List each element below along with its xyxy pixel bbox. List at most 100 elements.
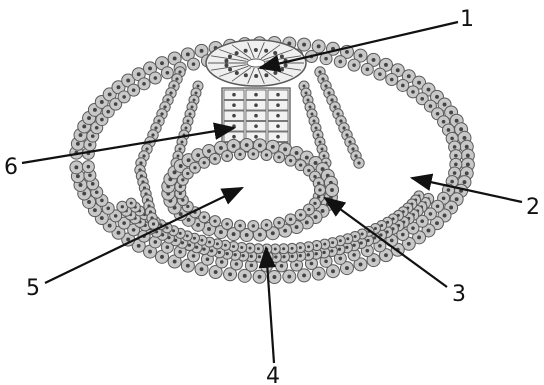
cell-nucleus xyxy=(282,247,285,250)
cell-nucleus xyxy=(95,126,99,130)
cell-nucleus xyxy=(324,57,328,61)
cell-nucleus xyxy=(315,127,318,130)
cell-nucleus xyxy=(265,223,268,226)
cell-nucleus xyxy=(309,106,312,109)
cell-nucleus xyxy=(166,71,170,75)
cell-nucleus xyxy=(321,148,324,151)
cell-nucleus xyxy=(345,266,349,270)
cell-nucleus xyxy=(321,77,324,80)
cell-nucleus xyxy=(338,248,341,251)
cell-nucleus xyxy=(76,174,80,178)
cell-nucleus xyxy=(245,233,249,237)
cell-nucleus xyxy=(82,192,86,196)
cell-nucleus xyxy=(245,143,249,147)
cell-nucleus xyxy=(346,237,349,240)
cell-nucleus xyxy=(265,153,268,156)
cell-nucleus xyxy=(352,63,356,67)
cell-nucleus xyxy=(321,209,325,213)
cell-nucleus xyxy=(186,205,189,208)
cell-nucleus xyxy=(401,84,405,88)
cell-nucleus xyxy=(324,84,327,87)
cell-nucleus xyxy=(122,221,126,225)
cell-nucleus xyxy=(417,235,421,239)
cell-nucleus xyxy=(315,244,318,247)
cell-nucleus xyxy=(224,63,228,67)
cell-nucleus xyxy=(186,264,190,268)
neural-tube xyxy=(206,40,306,86)
cell-nucleus xyxy=(465,145,469,149)
cell-nucleus xyxy=(276,103,280,107)
cell-nucleus xyxy=(339,239,342,242)
cell-nucleus xyxy=(354,235,357,238)
cell-nucleus xyxy=(352,244,355,247)
cell-nucleus xyxy=(175,77,178,80)
cell-nucleus xyxy=(88,174,92,178)
cell-nucleus xyxy=(372,58,376,62)
cell-nucleus xyxy=(283,229,287,233)
cell-nucleus xyxy=(295,225,299,229)
callout-3: 3 xyxy=(452,282,466,307)
cell-nucleus xyxy=(276,93,280,97)
cell-nucleus xyxy=(299,213,302,216)
cell-nucleus xyxy=(302,43,306,47)
cell-nucleus xyxy=(252,152,255,155)
cell-nucleus xyxy=(213,157,216,160)
cell-nucleus xyxy=(313,175,316,178)
cell-nucleus xyxy=(331,241,334,244)
cell-nucleus xyxy=(122,95,126,99)
cell-nucleus xyxy=(172,84,175,87)
cell-nucleus xyxy=(108,224,112,228)
cell-nucleus xyxy=(203,216,206,219)
cell-nucleus xyxy=(193,237,196,240)
cell-nucleus xyxy=(324,260,328,264)
cell-nucleus xyxy=(271,145,275,149)
cell-nucleus xyxy=(254,114,258,118)
cell-nucleus xyxy=(207,227,211,231)
cell-nucleus xyxy=(172,229,175,232)
cell-nucleus xyxy=(240,246,243,249)
cell-nucleus xyxy=(417,81,421,85)
cell-nucleus xyxy=(455,197,459,201)
cell-nucleus xyxy=(148,250,152,254)
cell-nucleus xyxy=(264,49,268,53)
cell-nucleus xyxy=(330,188,334,192)
cell-nucleus xyxy=(427,228,431,232)
cell-nucleus xyxy=(435,221,439,225)
cell-nucleus xyxy=(79,183,83,187)
cell-nucleus xyxy=(454,163,458,167)
cell-nucleus xyxy=(366,249,370,253)
cell-nucleus xyxy=(303,85,306,88)
cell-nucleus xyxy=(200,267,204,271)
cell-nucleus xyxy=(137,244,141,248)
cell-nucleus xyxy=(463,136,467,140)
cell-nucleus xyxy=(282,255,285,258)
cell-nucleus xyxy=(339,119,342,122)
cell-nucleus xyxy=(291,255,294,258)
cell-nucleus xyxy=(177,155,180,158)
cell-nucleus xyxy=(314,161,318,165)
cell-nucleus xyxy=(203,161,206,164)
cell-nucleus xyxy=(442,196,446,200)
cell-nucleus xyxy=(380,224,383,227)
cell-nucleus xyxy=(258,255,261,258)
cell-nucleus xyxy=(435,95,439,99)
cell-nucleus xyxy=(291,247,294,250)
cell-nucleus xyxy=(254,135,258,139)
cell-nucleus xyxy=(225,222,228,225)
cell-nucleus xyxy=(200,49,204,53)
cell-nucleus xyxy=(232,245,235,248)
cell-nucleus xyxy=(196,223,200,227)
cell-nucleus xyxy=(191,106,194,109)
cell-nucleus xyxy=(311,113,314,116)
cell-nucleus xyxy=(254,103,258,107)
cell-nucleus xyxy=(307,208,310,211)
cell-nucleus xyxy=(224,59,228,63)
callout-1: 1 xyxy=(460,7,474,32)
cell-nucleus xyxy=(313,120,316,123)
cell-nucleus xyxy=(351,147,354,150)
cell-nucleus xyxy=(258,233,262,237)
cell-nucleus xyxy=(327,91,330,94)
cell-nucleus xyxy=(411,90,415,94)
cell-nucleus xyxy=(366,68,370,72)
